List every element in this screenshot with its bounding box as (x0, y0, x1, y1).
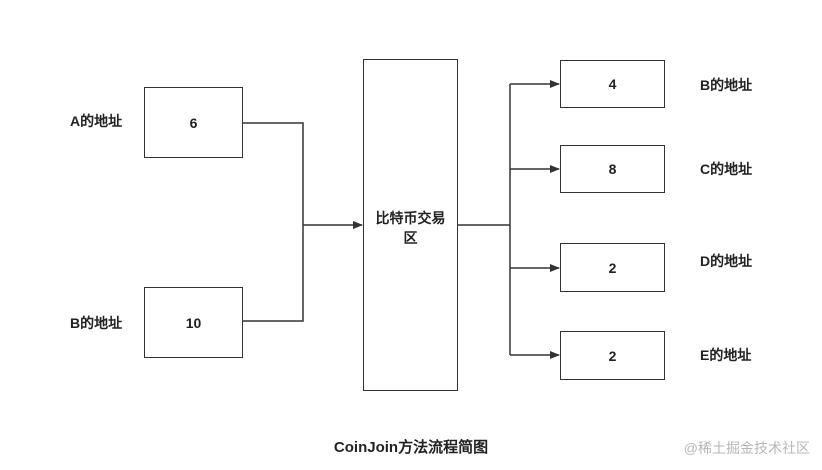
input-b-box: 10 (144, 287, 243, 358)
input-a-label: A的地址 (70, 113, 123, 129)
watermark: @稀土掘金技术社区 (683, 440, 810, 456)
input-a-amount: 6 (189, 114, 198, 131)
connector-input-a (243, 122, 304, 224)
output-2-label: C的地址 (700, 161, 753, 177)
output-1-amount: 4 (608, 76, 617, 92)
input-b-amount: 10 (185, 314, 202, 331)
output-2-box: 8 (560, 145, 665, 193)
output-2-amount: 8 (608, 161, 617, 177)
output-1-label: B的地址 (700, 77, 753, 93)
output-3-box: 2 (560, 243, 665, 292)
bitcoin-exchange-box: 比特币交易 区 (363, 59, 458, 391)
diagram-caption: CoinJoin方法流程简图 (333, 439, 489, 456)
output-4-amount: 2 (608, 347, 617, 364)
output-3-label: D的地址 (700, 253, 753, 269)
bitcoin-exchange-label: 比特币交易 区 (364, 208, 457, 248)
bitcoin-exchange-label-line1: 比特币交易 (375, 210, 446, 226)
output-1-box: 4 (560, 60, 665, 108)
input-a-box: 6 (144, 87, 243, 158)
output-4-box: 2 (560, 331, 665, 380)
output-4-label: E的地址 (700, 347, 752, 363)
output-3-amount: 2 (608, 259, 617, 276)
input-b-label: B的地址 (70, 315, 123, 331)
bitcoin-exchange-label-line2: 区 (403, 230, 418, 246)
connector-input-b (243, 224, 304, 322)
